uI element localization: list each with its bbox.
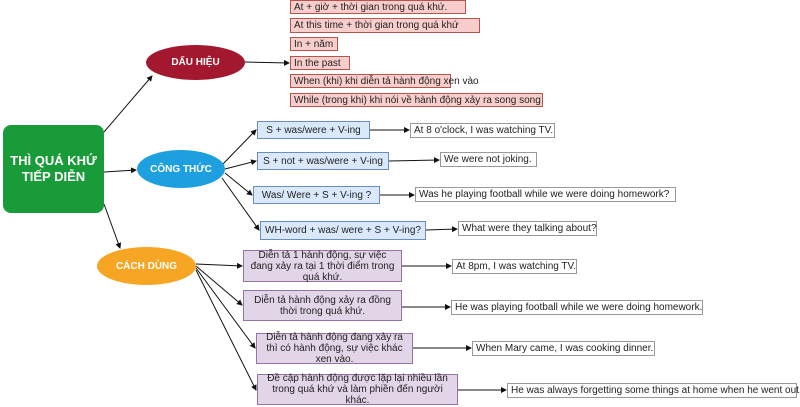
formula-box[interactable]: S + was/were + V-ing <box>257 121 370 139</box>
usage-box[interactable]: Diễn tả 1 hành động, sự việc đang xảy ra… <box>243 250 402 283</box>
sign-item[interactable]: In + năm <box>290 37 338 51</box>
formula-box[interactable]: S + not + was/were + V-ing <box>257 152 389 170</box>
usage-box[interactable]: Đề cập hành động được lặp lại nhiều lần … <box>257 373 458 406</box>
branch-cach-dung[interactable]: CÁCH DÙNG <box>97 247 196 285</box>
root-node[interactable]: THÌ QUÁ KHỨ TIẾP DIỄN <box>3 125 104 213</box>
sign-item[interactable]: At this time + thời gian trong quá khứ <box>290 18 480 33</box>
branch-dau-hieu[interactable]: DẤU HIỆU <box>146 45 245 80</box>
example-box[interactable]: At 8 o'clock, I was watching TV. <box>410 123 555 138</box>
example-box[interactable]: What were they talking about? <box>458 221 597 236</box>
branch-cong-thuc[interactable]: CÔNG THỨC <box>137 150 225 188</box>
formula-box[interactable]: Was/ Were + S + V-ing ? <box>253 186 380 204</box>
example-box[interactable]: He was playing football while we were do… <box>451 300 703 315</box>
sign-item[interactable]: In the past <box>290 56 350 70</box>
usage-box[interactable]: Diễn tả hành động đang xảy ra thì có hàn… <box>256 332 413 365</box>
sign-item[interactable]: When (khi) khi diễn tả hành động xen vào <box>290 74 479 88</box>
example-box[interactable]: Was he playing football while we were do… <box>415 187 676 202</box>
sign-item[interactable]: At + giờ + thời gian trong quá khứ. <box>290 0 466 14</box>
example-box[interactable]: He was always forgetting some things at … <box>507 383 800 398</box>
sign-item[interactable]: While (trong khi) khi nói về hành động x… <box>290 93 543 107</box>
usage-box[interactable]: Diễn tả hành động xảy ra đồng thời trong… <box>243 290 402 321</box>
example-box[interactable]: When Mary came, I was cooking dinner. <box>472 341 655 356</box>
formula-box[interactable]: WH-word + was/ were + S + V-ing? <box>260 221 426 240</box>
example-box[interactable]: At 8pm, I was watching TV. <box>452 259 577 274</box>
example-box[interactable]: We were not joking. <box>440 152 537 167</box>
